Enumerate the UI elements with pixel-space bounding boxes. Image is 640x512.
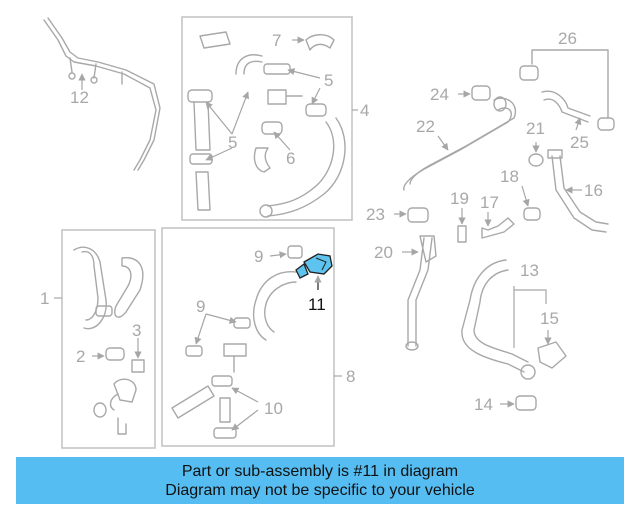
right-side-leaders	[394, 90, 582, 408]
callout-2: 2	[76, 347, 85, 366]
group-4-parts	[187, 31, 346, 218]
callout-15: 15	[540, 309, 559, 328]
group-box-4	[181, 16, 353, 221]
callout-9b: 9	[196, 297, 205, 316]
callout-12: 12	[70, 88, 89, 107]
right-side-parts	[403, 49, 615, 411]
callout-7: 7	[272, 31, 281, 50]
callout-10: 10	[264, 399, 283, 418]
callout-24: 24	[430, 85, 449, 104]
callout-20: 20	[374, 243, 393, 262]
callout-23: 23	[366, 205, 385, 224]
callout-17: 17	[480, 193, 499, 212]
group-box-1	[61, 229, 156, 449]
callout-1: 1	[40, 289, 49, 308]
notice-banner: Part or sub-assembly is #11 in diagram D…	[16, 457, 624, 504]
part-12-pipe	[43, 17, 161, 171]
callout-13: 13	[520, 261, 539, 280]
callout-25: 25	[570, 133, 589, 152]
callout-5a: 5	[324, 71, 333, 90]
callout-22: 22	[416, 117, 435, 136]
callout-11: 11	[308, 295, 326, 314]
group-8-parts	[171, 245, 303, 439]
part-11-highlighted	[295, 253, 333, 279]
callout-3: 3	[132, 321, 141, 340]
callout-14: 14	[474, 395, 493, 414]
callout-26: 26	[558, 29, 577, 48]
group-1-parts	[73, 246, 145, 435]
banner-line-1: Part or sub-assembly is #11 in diagram	[181, 462, 459, 480]
callout-4: 4	[360, 101, 369, 120]
callout-16: 16	[584, 181, 603, 200]
callout-19: 19	[450, 189, 469, 208]
banner-line-2: Diagram may not be specific to your vehi…	[165, 481, 475, 499]
callout-8: 8	[346, 367, 355, 386]
callout-5b: 5	[228, 133, 237, 152]
callout-18: 18	[500, 167, 519, 186]
callout-9a: 9	[254, 247, 263, 266]
callout-6: 6	[286, 149, 295, 168]
callout-21: 21	[526, 119, 545, 138]
group-box-8	[161, 227, 335, 447]
